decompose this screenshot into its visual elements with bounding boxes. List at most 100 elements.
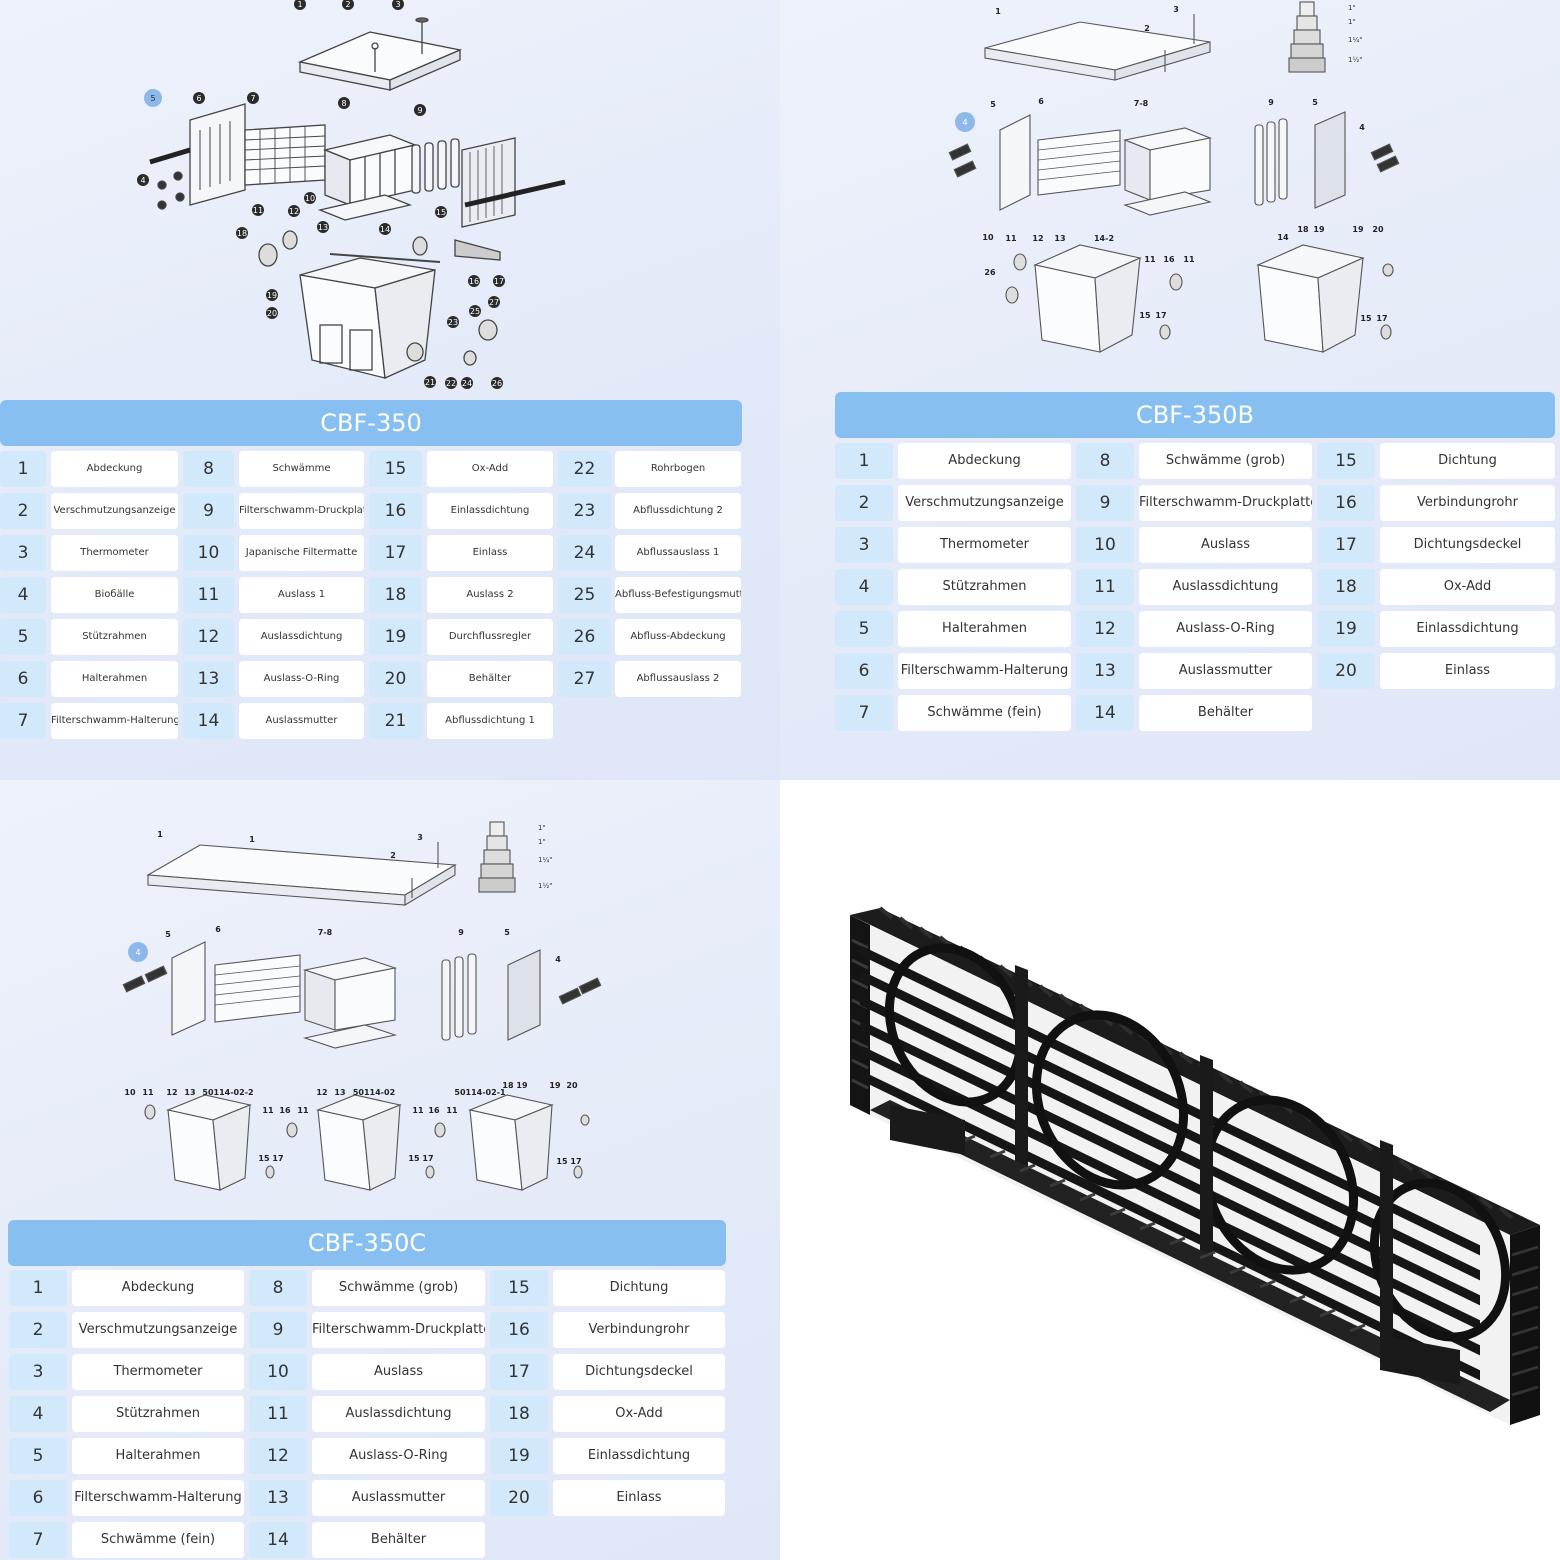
part-number: 7 — [835, 695, 893, 731]
callout-label: 4 — [135, 948, 140, 957]
part-number: 11 — [1076, 569, 1134, 605]
callout-label: 6 — [196, 94, 201, 103]
part-number: 5 — [0, 619, 46, 655]
callout-label: 3 — [417, 833, 423, 842]
callout-label: 1 — [297, 0, 302, 9]
part-number: 17 — [369, 535, 422, 571]
callout-label: 9 — [458, 928, 464, 937]
part-name: Ox-Add — [427, 451, 553, 487]
part-number: 16 — [1317, 485, 1375, 521]
part-number: 5 — [9, 1438, 67, 1474]
part-number: 13 — [1076, 653, 1134, 689]
callout-label: 6 — [215, 925, 221, 934]
part-number: 18 — [490, 1396, 548, 1432]
part-number: 11 — [183, 577, 234, 613]
callout-label: 19 — [516, 1081, 528, 1090]
part-name: Abflussdichtung 1 — [427, 703, 553, 739]
callout-label: 26 — [492, 379, 502, 388]
part-name: Auslass-O-Ring — [239, 661, 364, 697]
callout-label: 10 — [124, 1088, 136, 1097]
callout-label: 5 — [990, 100, 996, 109]
part-name: Filterschwamm-Halterung — [72, 1480, 244, 1516]
part-number: 3 — [0, 535, 46, 571]
part-number: 9 — [249, 1312, 307, 1348]
part-name: Einlassdichtung — [553, 1438, 725, 1474]
callout-label: 11 — [262, 1106, 274, 1115]
part-name: Schwämme (fein) — [72, 1522, 244, 1558]
callout-label: 5 — [1312, 98, 1318, 107]
part-number: 20 — [490, 1480, 548, 1516]
callout-label: 50114-02-2 — [202, 1088, 253, 1097]
callout-label: 15 — [1139, 311, 1151, 320]
callout-label: 19 — [1313, 225, 1325, 234]
part-number: 2 — [9, 1312, 67, 1348]
callout-label: 25 — [470, 307, 480, 316]
callout-label: 13 — [1054, 234, 1065, 243]
part-name: Abdeckung — [898, 443, 1071, 479]
callout-label: 7 — [250, 94, 255, 103]
callout-label: 11 — [1183, 255, 1195, 264]
part-name: Filterschwamm-Druckplatte — [312, 1312, 485, 1348]
callout-label: 14 — [1277, 233, 1289, 242]
callout-label: 50114-02 — [353, 1088, 395, 1097]
model-title: CBF-350 — [0, 400, 742, 446]
callout-label: 4 — [140, 176, 145, 185]
callout-label: 17 — [1155, 311, 1166, 320]
filter-grid-illustration — [850, 906, 1540, 1425]
model-title: CBF-350C — [8, 1220, 726, 1266]
callout-label: 3 — [1173, 5, 1179, 14]
callout-label: 22 — [446, 379, 456, 388]
callout-label: 16 — [1163, 255, 1175, 264]
part-name: Thermometer — [72, 1354, 244, 1390]
callout-label: 26 — [984, 268, 996, 277]
callout-label: 7-8 — [1134, 99, 1149, 108]
part-name: Abdeckung — [72, 1270, 244, 1306]
part-number: 9 — [183, 493, 234, 529]
callout-label: 19 — [267, 291, 277, 300]
callout-label: 12 — [289, 207, 299, 216]
callout-label: 18 — [237, 229, 247, 238]
size-label: 1¼" — [538, 856, 552, 864]
callout-label: 4 — [962, 118, 967, 127]
part-name: Thermometer — [898, 527, 1071, 563]
callout-label: 21 — [425, 378, 435, 387]
callout-label: 20 — [267, 309, 277, 318]
part-number: 14 — [183, 703, 234, 739]
size-label: 1½" — [1348, 56, 1362, 64]
callout-label: 16 — [279, 1106, 291, 1115]
callout-label: 10 — [305, 194, 315, 203]
callout-label: 24 — [462, 379, 472, 388]
callout-label: 17 — [570, 1157, 581, 1166]
callout-label: 5 — [150, 94, 155, 103]
part-name: Auslassdichtung — [312, 1396, 485, 1432]
part-number: 18 — [1317, 569, 1375, 605]
callout-label: 1 — [995, 7, 1001, 16]
callout-label: 9 — [1268, 98, 1274, 107]
part-number: 7 — [0, 703, 46, 739]
part-name: Einlassdichtung — [1380, 611, 1555, 647]
part-number: 12 — [249, 1438, 307, 1474]
part-name: Halterahmen — [898, 611, 1071, 647]
part-name: Auslassmutter — [239, 703, 364, 739]
part-number: 15 — [490, 1270, 548, 1306]
part-number: 1 — [9, 1270, 67, 1306]
part-name: Schwämme (grob) — [312, 1270, 485, 1306]
part-name: Auslass — [312, 1354, 485, 1390]
part-name: Einlass — [1380, 653, 1555, 689]
part-name: Auslass-O-Ring — [1139, 611, 1312, 647]
callout-label: 16 — [469, 277, 479, 286]
callout-label: 3 — [395, 0, 400, 9]
part-number: 14 — [249, 1522, 307, 1558]
part-number: 4 — [835, 569, 893, 605]
highlight-marker — [955, 112, 975, 132]
panel-cbf-350c: 1 1 2 3 5 6 7-8 9 5 4 10 11 12 13 50114-… — [0, 780, 780, 1560]
part-name: Auslass-O-Ring — [312, 1438, 485, 1474]
callout-label: 13 — [184, 1088, 195, 1097]
part-name: Behälter — [427, 661, 553, 697]
callout-label: 15 — [408, 1154, 420, 1163]
part-name: Abflussauslass 2 — [615, 661, 741, 697]
part-number: 12 — [183, 619, 234, 655]
part-number: 3 — [9, 1354, 67, 1390]
callout-label: 14 — [380, 225, 390, 234]
part-number: 6 — [9, 1480, 67, 1516]
